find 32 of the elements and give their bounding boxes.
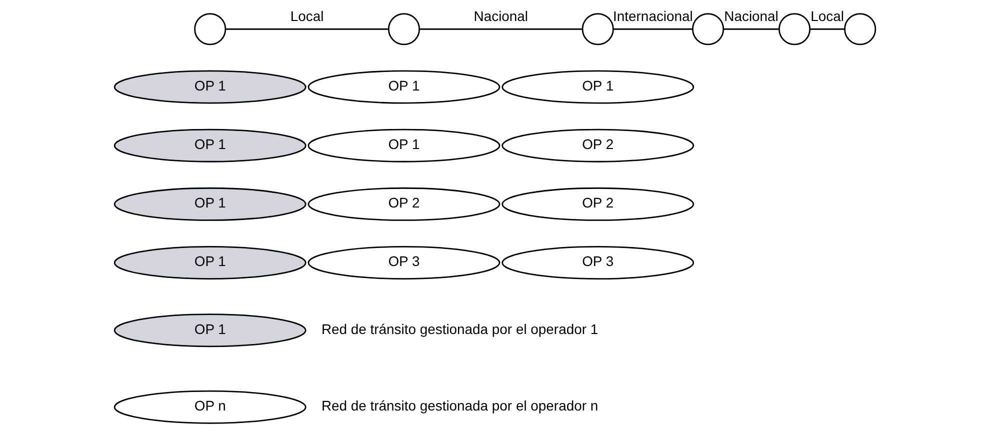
- node-ellipse: OP 3: [308, 246, 500, 280]
- node-ellipse: OP 2: [308, 187, 500, 221]
- edge-label: Nacional: [474, 8, 528, 24]
- connector: [724, 28, 779, 30]
- node-label: Red de tránsito gestionada por el operador 1: [321, 320, 598, 337]
- connector: [614, 28, 692, 30]
- node-ellipse: OP 1: [308, 128, 500, 162]
- node-ellipse: OP 2: [502, 187, 694, 221]
- connector: [420, 28, 582, 30]
- node-circle: [844, 13, 876, 46]
- node-ellipse: OP 1: [114, 314, 306, 348]
- edge-label: Nacional: [724, 8, 778, 24]
- node-circle: [692, 13, 724, 46]
- node-ellipse: OP n: [114, 390, 306, 424]
- node-ellipse: OP 2: [502, 128, 694, 162]
- node-label: Red de tránsito gestionada por el operador n: [321, 398, 598, 414]
- node-circle: [582, 13, 614, 46]
- node-ellipse: OP 1: [502, 70, 694, 104]
- edge-label: Local: [810, 8, 844, 24]
- node-ellipse: OP 1: [114, 70, 306, 104]
- node-ellipse: OP 1: [114, 246, 306, 280]
- node-ellipse: OP 3: [502, 246, 694, 280]
- connector: [226, 28, 388, 30]
- connector: [810, 28, 844, 30]
- node-circle: [388, 13, 420, 46]
- edge-label: Local: [290, 8, 324, 24]
- node-circle: [778, 13, 811, 46]
- node-circle: [194, 13, 226, 46]
- node-ellipse: OP 1: [308, 70, 500, 104]
- node-ellipse: OP 1: [114, 187, 306, 221]
- edge-label: Internacional: [613, 8, 693, 24]
- node-ellipse: OP 1: [114, 128, 306, 162]
